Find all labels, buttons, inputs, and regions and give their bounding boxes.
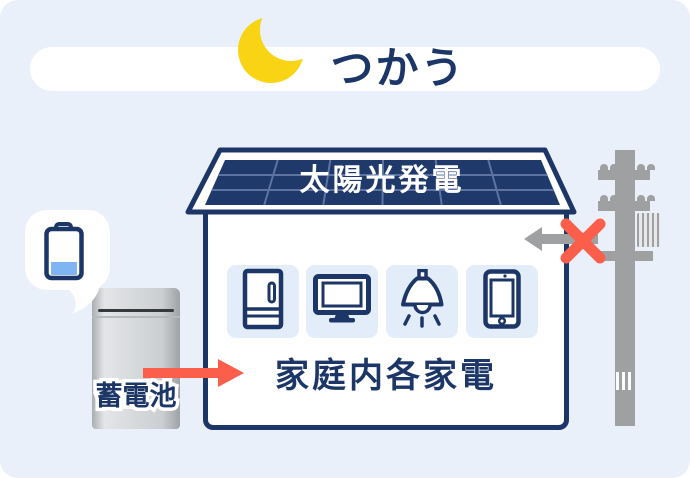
insulator <box>637 195 645 201</box>
pole-crossarm-middle <box>598 201 650 211</box>
insulator <box>647 195 655 201</box>
refrigerator-icon <box>241 268 285 335</box>
pole-trunk <box>615 150 635 426</box>
solar-panel-label: 太陽光発電 <box>299 164 465 197</box>
insulator <box>647 164 655 170</box>
battery-seam <box>92 316 180 318</box>
pole-crossarm-top <box>598 170 650 180</box>
smartphone-icon <box>483 269 521 334</box>
storage-battery-unit <box>92 288 180 429</box>
battery-to-house-arrow <box>138 355 250 396</box>
pole-stripe <box>616 372 619 390</box>
insulator <box>600 195 608 201</box>
insulator <box>610 195 618 201</box>
page-title: つかう <box>330 45 466 93</box>
appliances-label: 家庭内各家電 <box>275 357 497 395</box>
pole-crossarm-bottom <box>597 251 653 261</box>
pole-stripe <box>628 372 631 390</box>
crescent-moon-icon <box>238 13 308 83</box>
pole-stripe <box>622 372 625 390</box>
tv-icon <box>313 274 371 329</box>
transformer <box>637 213 660 247</box>
appliance-tile <box>227 265 299 338</box>
battery-label: 蓄電池 蓄電池 <box>90 378 182 415</box>
appliance-tile <box>386 265 458 338</box>
battery-low-icon <box>44 222 84 287</box>
appliance-tile <box>306 265 378 338</box>
battery-label-text: 蓄電池 <box>95 381 177 411</box>
insulator <box>600 164 608 170</box>
pendant-light-icon <box>396 268 448 334</box>
x-mark-icon <box>560 218 606 264</box>
appliance-tile <box>466 265 538 338</box>
insulator <box>637 164 645 170</box>
battery-vent <box>98 309 174 312</box>
bubble-tail <box>62 286 106 321</box>
battery-label-outline: 蓄電池 <box>92 378 180 415</box>
header-bar <box>30 47 660 91</box>
roof-solar-panel <box>180 140 580 225</box>
grid-to-house-arrow-blocked <box>518 218 610 269</box>
insulator <box>610 164 618 170</box>
